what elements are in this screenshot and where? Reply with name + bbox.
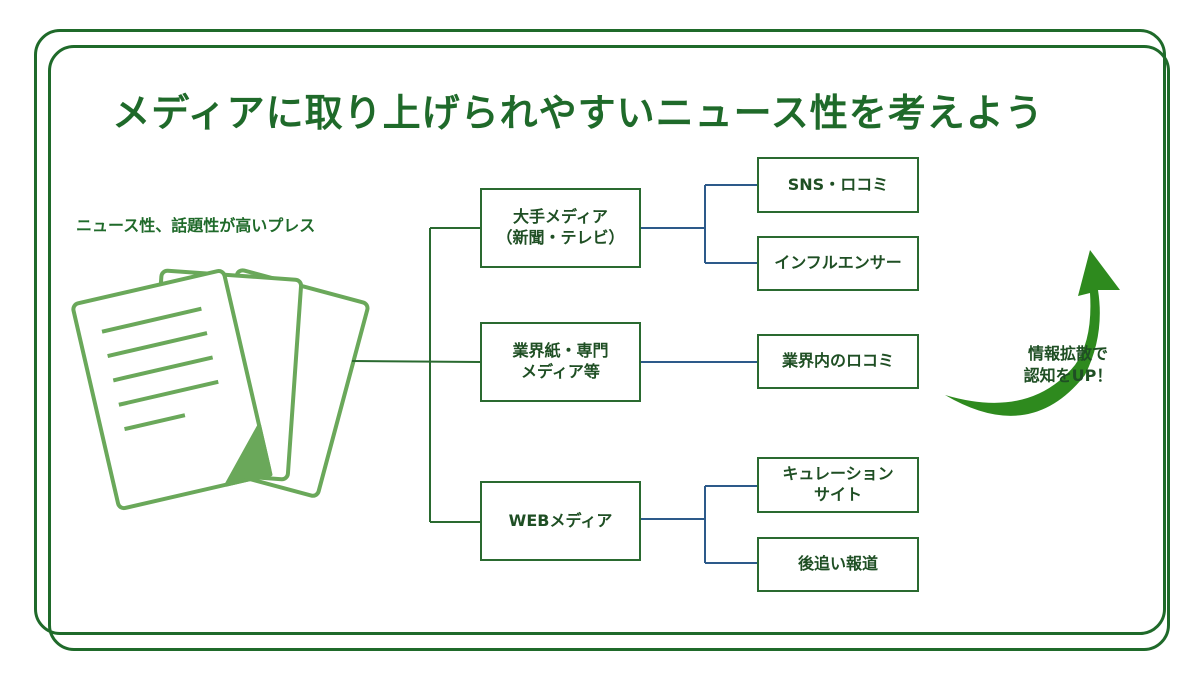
media-box-web: WEBメディア (480, 481, 641, 561)
tree-connector-right (641, 184, 757, 564)
arrow-note: 情報拡散で 認知をUP！ (1023, 344, 1113, 385)
document-stack-icon (71, 268, 370, 511)
channel-box-curation: キュレーション サイト (757, 457, 919, 513)
outer-frame-back (34, 29, 1166, 635)
channel-box-influencer: インフルエンサー (757, 236, 919, 291)
channel-box-follow-up: 後追い報道 (757, 537, 919, 592)
tree-connector-left (351, 227, 481, 523)
channel-box-industry-wom: 業界内のロコミ (757, 334, 919, 389)
channel-box-sns: SNS・ロコミ (757, 157, 919, 213)
outer-frame-front (48, 45, 1170, 651)
media-box-major: 大手メディア （新聞・テレビ） (480, 188, 641, 268)
documents-caption: ニュース性、話題性が高いプレス (76, 216, 316, 235)
curved-up-arrow-icon (945, 250, 1120, 416)
media-box-trade: 業界紙・専門 メディア等 (480, 322, 641, 402)
page-title: メディアに取り上げられやすいニュース性を考えよう (112, 91, 1044, 135)
